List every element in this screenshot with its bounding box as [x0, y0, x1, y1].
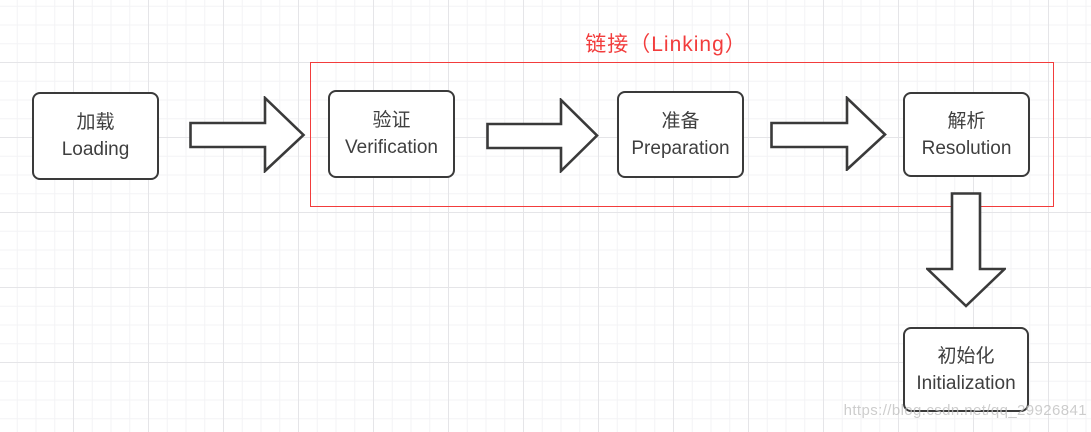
node-label-en: Preparation	[631, 137, 730, 159]
node-resolution: 解析 Resolution	[903, 92, 1030, 177]
node-label-zh: 加载	[76, 112, 115, 133]
node-label-zh: 解析	[947, 110, 986, 132]
arrow-right-icon	[189, 96, 306, 173]
linking-group-label: 链接（Linking）	[585, 33, 747, 56]
node-label-en: Resolution	[921, 137, 1012, 159]
node-loading: 加载 Loading	[32, 92, 159, 180]
watermark-text: https://blog.csdn.net/qq_29926841	[843, 402, 1087, 419]
node-label-en: Initialization	[916, 372, 1016, 394]
node-verification: 验证 Verification	[328, 90, 455, 178]
node-initialization: 初始化 Initialization	[903, 327, 1029, 412]
arrow-right-icon	[486, 98, 599, 173]
linking-group-box	[310, 62, 1054, 207]
arrow-down-icon	[926, 192, 1006, 308]
node-label-zh: 初始化	[937, 345, 995, 367]
node-preparation: 准备 Preparation	[617, 91, 744, 178]
arrow-right-icon	[770, 96, 887, 171]
node-label-en: Loading	[61, 139, 130, 160]
node-label-zh: 验证	[372, 110, 411, 131]
node-label-en: Verification	[345, 137, 438, 158]
node-label-zh: 准备	[661, 110, 700, 132]
